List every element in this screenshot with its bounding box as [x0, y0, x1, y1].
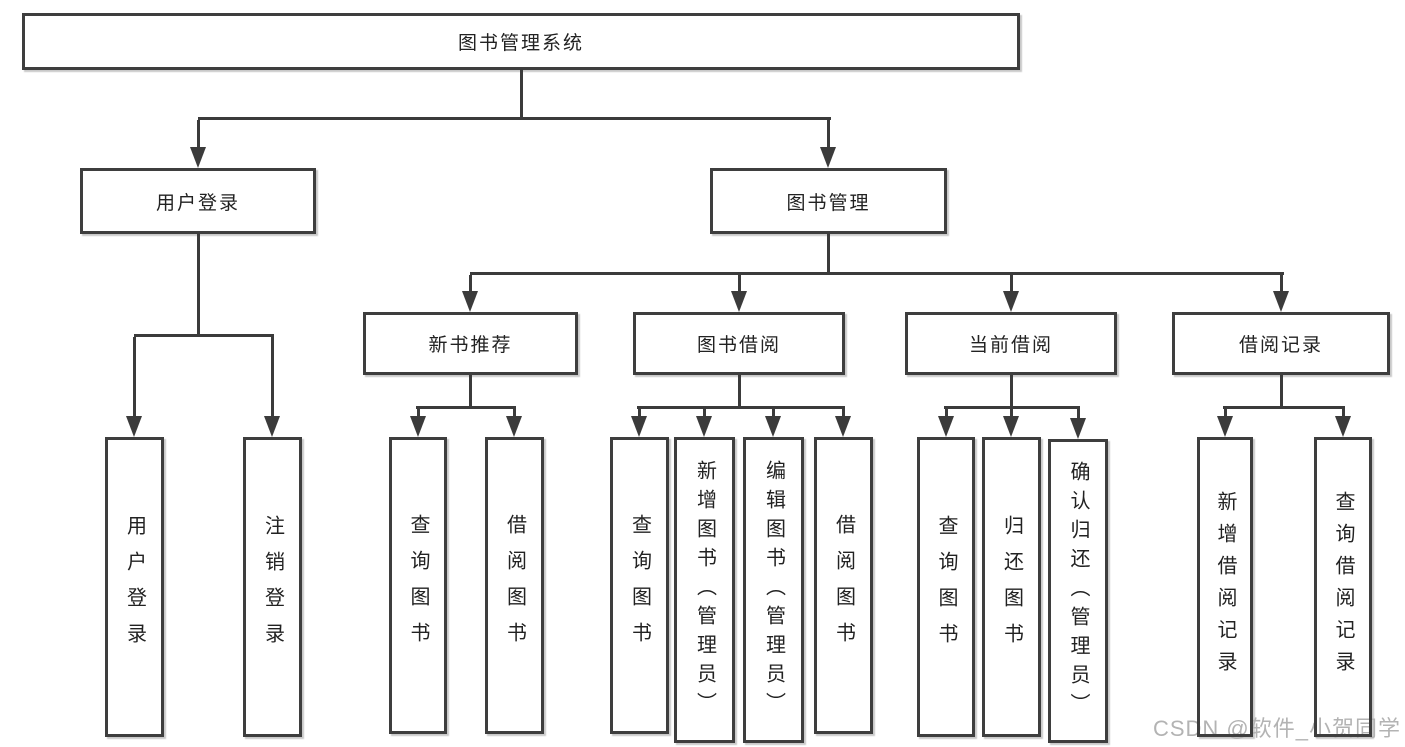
arrow-down-icon — [264, 337, 281, 437]
leaf-logout-label: 注销登录 — [261, 515, 284, 659]
leaf-query-borrow-record: 查询借阅记录 — [1314, 437, 1372, 737]
leaf-query-borrow-record-label: 查询借阅记录 — [1332, 491, 1354, 683]
leaf-borrow-books-2-label: 借阅图书 — [832, 513, 855, 658]
arrow-down-icon — [462, 275, 479, 312]
arrow-down-icon — [410, 409, 427, 437]
arrow-down-icon — [765, 409, 782, 437]
connector-vline — [827, 233, 830, 275]
leaf-search-books-2: 查询图书 — [610, 437, 669, 734]
leaf-edit-book-admin: 编辑图书（管理员） — [743, 437, 804, 743]
arrow-down-icon — [126, 337, 143, 437]
node-new-book-recommend: 新书推荐 — [363, 312, 578, 375]
arrow-down-icon — [1217, 409, 1234, 437]
leaf-confirm-return-admin: 确认归还（管理员） — [1048, 439, 1108, 743]
csdn-watermark: CSDN @软件_小贺同学 — [1152, 716, 1401, 741]
leaf-confirm-return-admin-label: 确认归还（管理员） — [1067, 460, 1089, 722]
leaf-add-borrow-record-label: 新增借阅记录 — [1214, 491, 1236, 683]
leaf-user-login-label: 用户登录 — [123, 515, 146, 659]
arrow-down-icon — [835, 409, 852, 437]
node-user-login: 用户登录 — [80, 168, 316, 234]
leaf-edit-book-admin-label: 编辑图书（管理员） — [762, 459, 785, 721]
leaf-return-books-label: 归还图书 — [1000, 515, 1023, 659]
node-user-login-label: 用户登录 — [155, 192, 240, 214]
connector-hline — [470, 272, 1284, 275]
connector-hline — [637, 406, 845, 409]
node-root: 图书管理系统 — [22, 13, 1020, 70]
node-book-management: 图书管理 — [710, 168, 947, 234]
node-borrow-records: 借阅记录 — [1172, 312, 1390, 375]
leaf-search-books-3: 查询图书 — [917, 437, 975, 737]
connector-hline — [416, 406, 516, 409]
leaf-borrow-books-2: 借阅图书 — [814, 437, 873, 734]
arrow-down-icon — [1273, 275, 1290, 312]
arrow-down-icon — [1070, 409, 1087, 439]
leaf-return-books: 归还图书 — [982, 437, 1041, 737]
connector-vline — [1010, 375, 1013, 409]
connector-vline — [197, 233, 200, 337]
leaf-add-book-admin-label: 新增图书（管理员） — [693, 459, 716, 721]
node-current-borrow: 当前借阅 — [905, 312, 1117, 375]
connector-hline — [134, 334, 274, 337]
arrow-down-icon — [631, 409, 648, 437]
connector-hline — [198, 117, 831, 120]
arrow-down-icon — [820, 120, 837, 168]
node-book-borrow-label: 图书借阅 — [696, 335, 781, 356]
node-new-book-recommend-label: 新书推荐 — [428, 335, 513, 356]
node-book-management-label: 图书管理 — [786, 192, 871, 214]
leaf-borrow-books-1: 借阅图书 — [485, 437, 544, 734]
connector-vline — [520, 69, 523, 120]
arrow-down-icon — [731, 275, 748, 312]
leaf-search-books-2-label: 查询图书 — [628, 513, 651, 658]
node-root-label: 图书管理系统 — [457, 33, 584, 54]
connector-vline — [738, 375, 741, 409]
leaf-search-books-1-label: 查询图书 — [407, 513, 429, 658]
leaf-add-book-admin: 新增图书（管理员） — [674, 437, 735, 743]
leaf-user-login: 用户登录 — [105, 437, 164, 737]
arrow-down-icon — [1335, 409, 1352, 437]
connector-vline — [1280, 375, 1283, 409]
leaf-logout: 注销登录 — [243, 437, 302, 737]
leaf-search-books-3-label: 查询图书 — [935, 515, 957, 659]
leaf-borrow-books-1-label: 借阅图书 — [503, 513, 526, 658]
node-book-borrow: 图书借阅 — [633, 312, 845, 375]
connector-hline — [944, 406, 1080, 409]
node-borrow-records-label: 借阅记录 — [1238, 335, 1323, 356]
arrow-down-icon — [1003, 275, 1020, 312]
arrow-down-icon — [938, 409, 955, 437]
node-current-borrow-label: 当前借阅 — [968, 335, 1053, 356]
connector-vline — [469, 375, 472, 409]
leaf-add-borrow-record: 新增借阅记录 — [1197, 437, 1253, 737]
arrow-down-icon — [696, 409, 713, 437]
arrow-down-icon — [506, 409, 523, 437]
arrow-down-icon — [190, 120, 207, 168]
leaf-search-books-1: 查询图书 — [389, 437, 447, 734]
connector-hline — [1223, 406, 1345, 409]
arrow-down-icon — [1003, 409, 1020, 437]
